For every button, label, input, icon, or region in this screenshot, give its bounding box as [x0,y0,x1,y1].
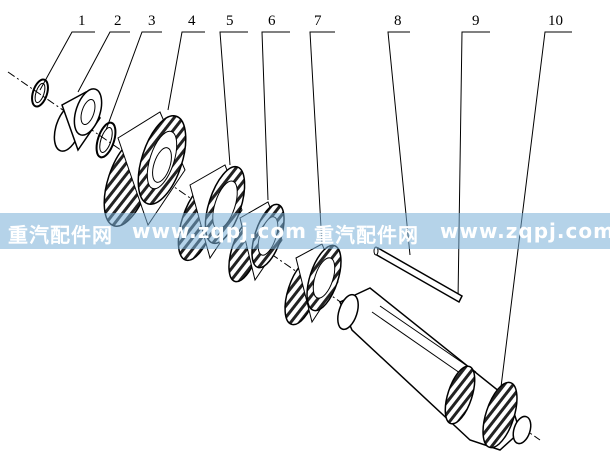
part-number-10: 10 [548,13,563,29]
leader-lines [39,31,572,396]
part-2-bearing [53,88,103,152]
watermark-band: 重汽配件网 www.zqpj.com 重汽配件网 www.zqpj.com [0,213,610,249]
watermark-url-2: www.zqpj.com [440,219,610,243]
part-number-7: 7 [314,13,322,29]
part-1-snap-ring [31,78,49,108]
watermark-brand-1: 重汽配件网 [8,223,113,247]
part-number-8: 8 [394,13,402,29]
part-number-4: 4 [188,13,196,29]
watermark-brand-2: 重汽配件网 [314,223,419,247]
part-number-6: 6 [268,13,276,29]
part-number-3: 3 [148,13,156,29]
part-7-gear [284,243,342,326]
part-number-2: 2 [114,13,122,29]
part-number-1: 1 [78,13,86,29]
part-4-large-gear [103,111,187,227]
part-number-5: 5 [226,13,234,29]
part-number-labels: 1 2 3 4 5 6 7 8 9 10 [78,13,563,29]
watermark-url-1: www.zqpj.com [132,219,307,243]
part-number-9: 9 [472,13,480,29]
part-3-snap-ring [95,121,117,159]
part-8-pin [373,246,463,304]
part-10-shaft [337,287,532,451]
